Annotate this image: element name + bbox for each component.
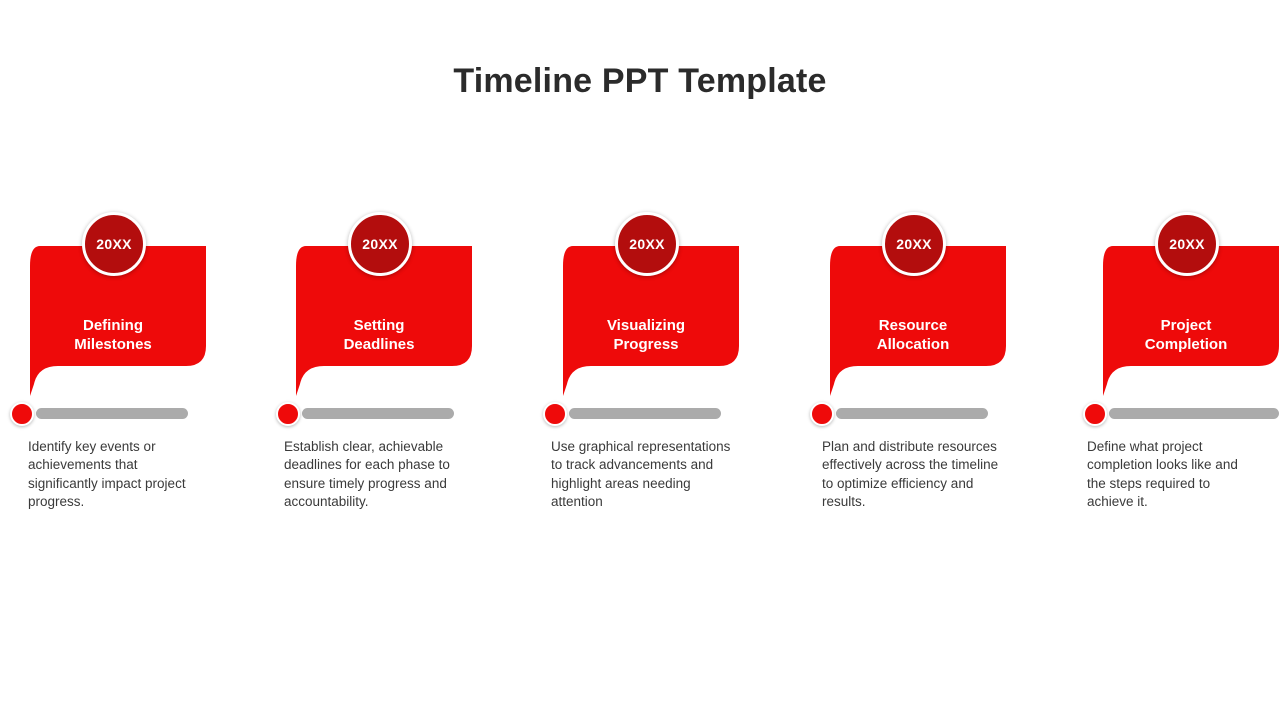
step-description-3: Use graphical representations to track a…	[551, 439, 731, 510]
timeline-track-3	[543, 402, 809, 426]
timeline-dot-2[interactable]	[276, 402, 300, 426]
timeline-bar-3	[569, 408, 721, 419]
timeline-step-1[interactable]: Defining Milestones 20XX Identify key ev…	[10, 200, 276, 530]
step-description-1: Identify key events or achievements that…	[28, 439, 186, 510]
timeline-step-5[interactable]: Project Completion 20XX Define what proj…	[1083, 200, 1280, 530]
timeline-bar-2	[302, 408, 454, 419]
timeline-step-4[interactable]: Resource Allocation 20XX Plan and distri…	[810, 200, 1076, 530]
timeline-dot-4[interactable]	[810, 402, 834, 426]
step-description-4: Plan and distribute resources effectivel…	[822, 439, 999, 510]
step-year-badge-5[interactable]: 20XX	[1155, 212, 1219, 276]
card-bubble-shape-icon	[1103, 246, 1279, 396]
card-bubble-shape-icon	[563, 246, 739, 396]
step-year-badge-3[interactable]: 20XX	[615, 212, 679, 276]
step-year-badge-2[interactable]: 20XX	[348, 212, 412, 276]
timeline-dot-1[interactable]	[10, 402, 34, 426]
timeline-step-3[interactable]: Visualizing Progress 20XX Use graphical …	[543, 200, 809, 530]
timeline-bar-4	[836, 408, 988, 419]
timeline-dot-3[interactable]	[543, 402, 567, 426]
page-title: Timeline PPT Template	[453, 62, 827, 100]
step-year-badge-1[interactable]: 20XX	[82, 212, 146, 276]
timeline-bar-1	[36, 408, 188, 419]
step-description-2: Establish clear, achievable deadlines fo…	[284, 439, 450, 510]
timeline-dot-5[interactable]	[1083, 402, 1107, 426]
step-description-5: Define what project completion looks lik…	[1087, 439, 1238, 510]
timeline-track-4	[810, 402, 1076, 426]
timeline-track-2	[276, 402, 542, 426]
timeline-step-2[interactable]: Setting Deadlines 20XX Establish clear, …	[276, 200, 542, 530]
card-bubble-shape-icon	[296, 246, 472, 396]
timeline-track-5	[1083, 402, 1280, 426]
card-bubble-shape-icon	[830, 246, 1006, 396]
step-year-badge-4[interactable]: 20XX	[882, 212, 946, 276]
timeline-track-1	[10, 402, 276, 426]
timeline-bar-5	[1109, 408, 1279, 419]
card-bubble-shape-icon	[30, 246, 206, 396]
